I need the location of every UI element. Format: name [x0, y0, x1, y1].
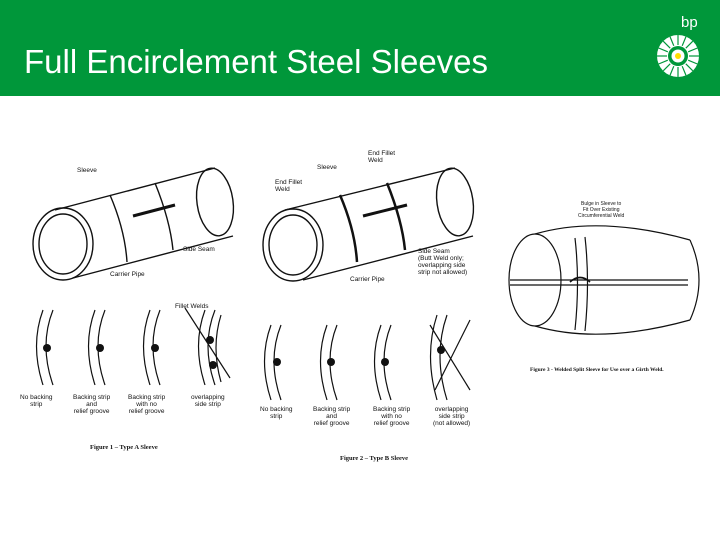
label-carrier-pipe: Carrier Pipe [350, 276, 385, 283]
figure-split-sleeve: Bulge in Sleeve to Fit Over Existing Cir… [500, 195, 715, 385]
label-backing-no-relief: Backing strip with no relief groove [373, 406, 411, 427]
label-no-backing-strip: No backing strip [260, 406, 293, 420]
slide-title: Full Encirclement Steel Sleeves [24, 43, 489, 80]
label-backing-relief: Backing strip and relief groove [73, 394, 111, 415]
label-side-seam: Side Seam [183, 246, 215, 253]
label-overlapping: overlapping side strip (not allowed) [433, 406, 471, 427]
label-end-fillet-weld-top: End Fillet Weld [368, 150, 396, 164]
label-sleeve: Sleeve [77, 167, 97, 174]
label-sleeve: Sleeve [317, 164, 337, 171]
type-a-sleeve-drawing [32, 167, 235, 386]
bp-helios-logo-icon [657, 35, 699, 77]
label-fillet-welds: Fillet Welds [175, 303, 209, 310]
bp-wordmark: bp [681, 14, 698, 31]
label-backing-no-relief: Backing strip with no relief groove [128, 394, 166, 415]
figure1-caption: Figure 1 – Type A Sleeve [90, 444, 158, 451]
type-b-sleeve-drawing [262, 167, 475, 401]
label-bulge: Bulge in Sleeve to Fit Over Existing Cir… [578, 201, 625, 219]
label-overlapping: overlapping side strip [191, 394, 225, 408]
label-backing-relief: Backing strip and relief groove [313, 406, 351, 427]
split-sleeve-drawing [508, 225, 700, 335]
figure-type-a-sleeve: Sleeve Side Seam Carrier Pipe Fillet Wel… [15, 150, 265, 460]
label-side-seam: Side Seam (Butt Weld only; overlapping s… [418, 248, 468, 276]
title-bar: Full Encirclement Steel Sleeves bp [0, 0, 720, 96]
label-end-fillet-weld-left: End Fillet Weld [275, 179, 303, 193]
label-no-backing-strip: No backing strip [20, 394, 53, 408]
figure-type-b-sleeve: End Fillet Weld Sleeve End Fillet Weld S… [255, 150, 495, 465]
figure2-caption: Figure 2 – Type B Sleeve [340, 455, 409, 462]
label-carrier-pipe: Carrier Pipe [110, 271, 145, 278]
figure3-caption: Figure 3 - Welded Split Sleeve for Use o… [530, 367, 664, 373]
